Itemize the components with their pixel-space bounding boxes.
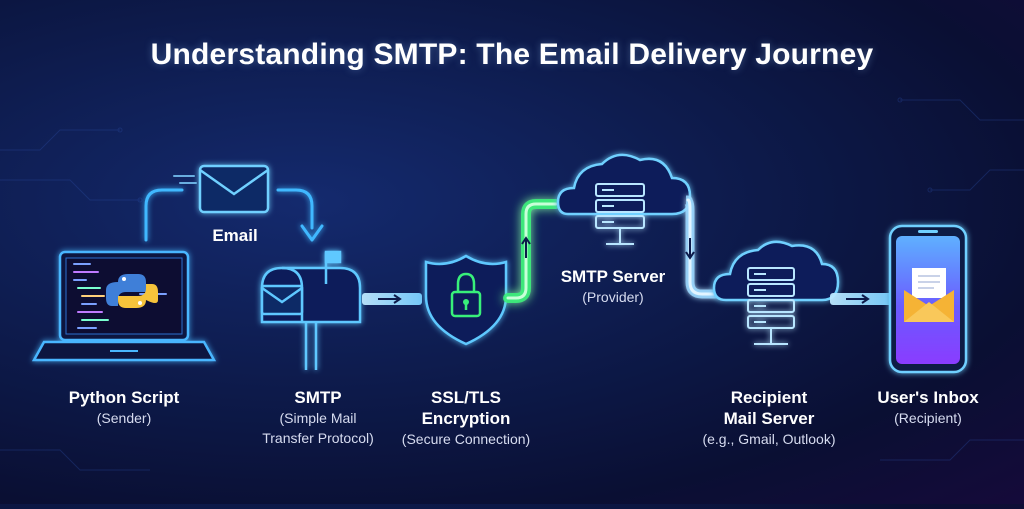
node-subtitle: (e.g., Gmail, Outlook)	[702, 431, 836, 447]
arrow-up-icon	[521, 236, 531, 258]
node-title: SSL/TLS	[431, 388, 501, 407]
node-title: Recipient	[730, 388, 808, 407]
node-smtp-server: SMTP Server (Provider)	[528, 266, 698, 307]
smartphone-icon	[888, 224, 968, 374]
node-recipient-server: Recipient Mail Server (e.g., Gmail, Outl…	[684, 387, 854, 449]
email-flow-arrow	[144, 188, 324, 242]
node-title: Python Script	[68, 388, 180, 407]
mailbox-icon	[260, 250, 362, 370]
inbox-envelope-icon	[904, 268, 954, 322]
pipe-recipient-to-inbox	[830, 293, 892, 305]
arrow-down-icon	[685, 238, 695, 260]
node-ssl-tls: SSL/TLS Encryption (Secure Connection)	[386, 387, 546, 449]
python-logo-icon	[106, 274, 158, 308]
shield-lock-icon	[424, 254, 508, 346]
envelope-icon	[198, 164, 270, 214]
node-python-script: Python Script (Sender)	[44, 387, 204, 428]
pipe-smtp-to-ssl	[362, 293, 422, 305]
email-flow-label: Email	[212, 226, 258, 245]
page-title: Understanding SMTP: The Email Delivery J…	[150, 38, 874, 71]
node-title: SMTP Server	[560, 267, 666, 286]
code-lines	[73, 263, 167, 329]
node-title: Mail Server	[723, 409, 815, 428]
node-subtitle: (Secure Connection)	[401, 431, 531, 447]
node-smtp: SMTP (Simple Mail Transfer Protocol)	[238, 387, 398, 448]
cloud-server-icon	[556, 153, 692, 245]
node-users-inbox: User's Inbox (Recipient)	[858, 387, 998, 428]
node-subtitle: (Recipient)	[894, 410, 962, 426]
node-subtitle: Transfer Protocol)	[262, 430, 374, 446]
node-title: SMTP	[294, 388, 342, 407]
recipient-server-icon	[712, 240, 840, 345]
email-speed-lines	[173, 175, 197, 184]
node-title: Encryption	[421, 409, 511, 428]
node-title: User's Inbox	[877, 388, 979, 407]
node-subtitle: (Simple Mail	[279, 410, 357, 426]
background-circuits	[0, 97, 1024, 471]
node-subtitle: (Provider)	[582, 289, 644, 305]
node-subtitle: (Sender)	[96, 410, 152, 426]
